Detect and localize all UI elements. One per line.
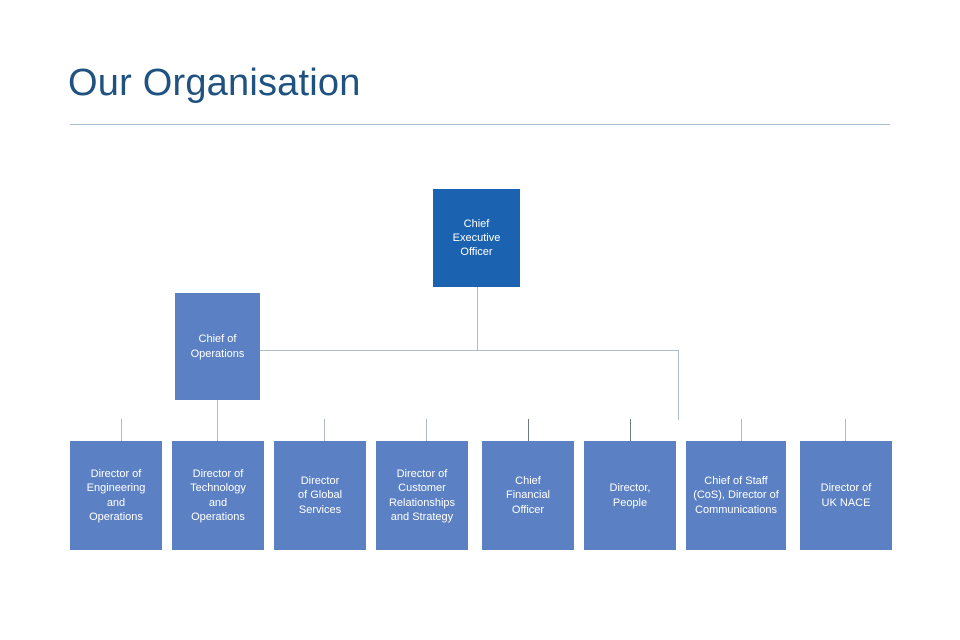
title-divider bbox=[70, 124, 890, 125]
connector-coo-down bbox=[217, 400, 218, 441]
connector-stub-dir-uk-nace bbox=[845, 419, 846, 441]
connector-stub-cfo bbox=[528, 419, 529, 441]
org-node-chief-of-staff-director-of-communications[interactable]: Chief of Staff (CoS), Director of Commun… bbox=[686, 441, 786, 550]
org-node-chief-executive-officer[interactable]: Chief Executive Officer bbox=[433, 189, 520, 287]
org-node-director-of-engineering-and-operations[interactable]: Director of Engineering and Operations bbox=[70, 441, 162, 550]
org-node-chief-financial-officer[interactable]: Chief Financial Officer bbox=[482, 441, 574, 550]
connector-stub-dir-global-services bbox=[324, 419, 325, 441]
connector-stub-dir-people bbox=[630, 419, 631, 441]
org-node-director-of-global-services[interactable]: Director of Global Services bbox=[274, 441, 366, 550]
org-node-director-people[interactable]: Director, People bbox=[584, 441, 676, 550]
page-title: Our Organisation bbox=[68, 62, 361, 104]
org-node-director-of-uk-nace[interactable]: Director of UK NACE bbox=[800, 441, 892, 550]
connector-ceo-down bbox=[477, 287, 478, 350]
org-node-director-of-technology-and-operations[interactable]: Director of Technology and Operations bbox=[172, 441, 264, 550]
connector-horizontal-bus bbox=[260, 350, 679, 351]
connector-stub-dir-customer-rel bbox=[426, 419, 427, 441]
connector-stub-cos-comms bbox=[741, 419, 742, 441]
org-node-director-of-customer-relationships-and-strategy[interactable]: Director of Customer Relationships and S… bbox=[376, 441, 468, 550]
connector-stub-dir-eng-ops bbox=[121, 419, 122, 441]
connector-right-drop bbox=[678, 350, 679, 420]
org-node-chief-of-operations[interactable]: Chief of Operations bbox=[175, 293, 260, 400]
